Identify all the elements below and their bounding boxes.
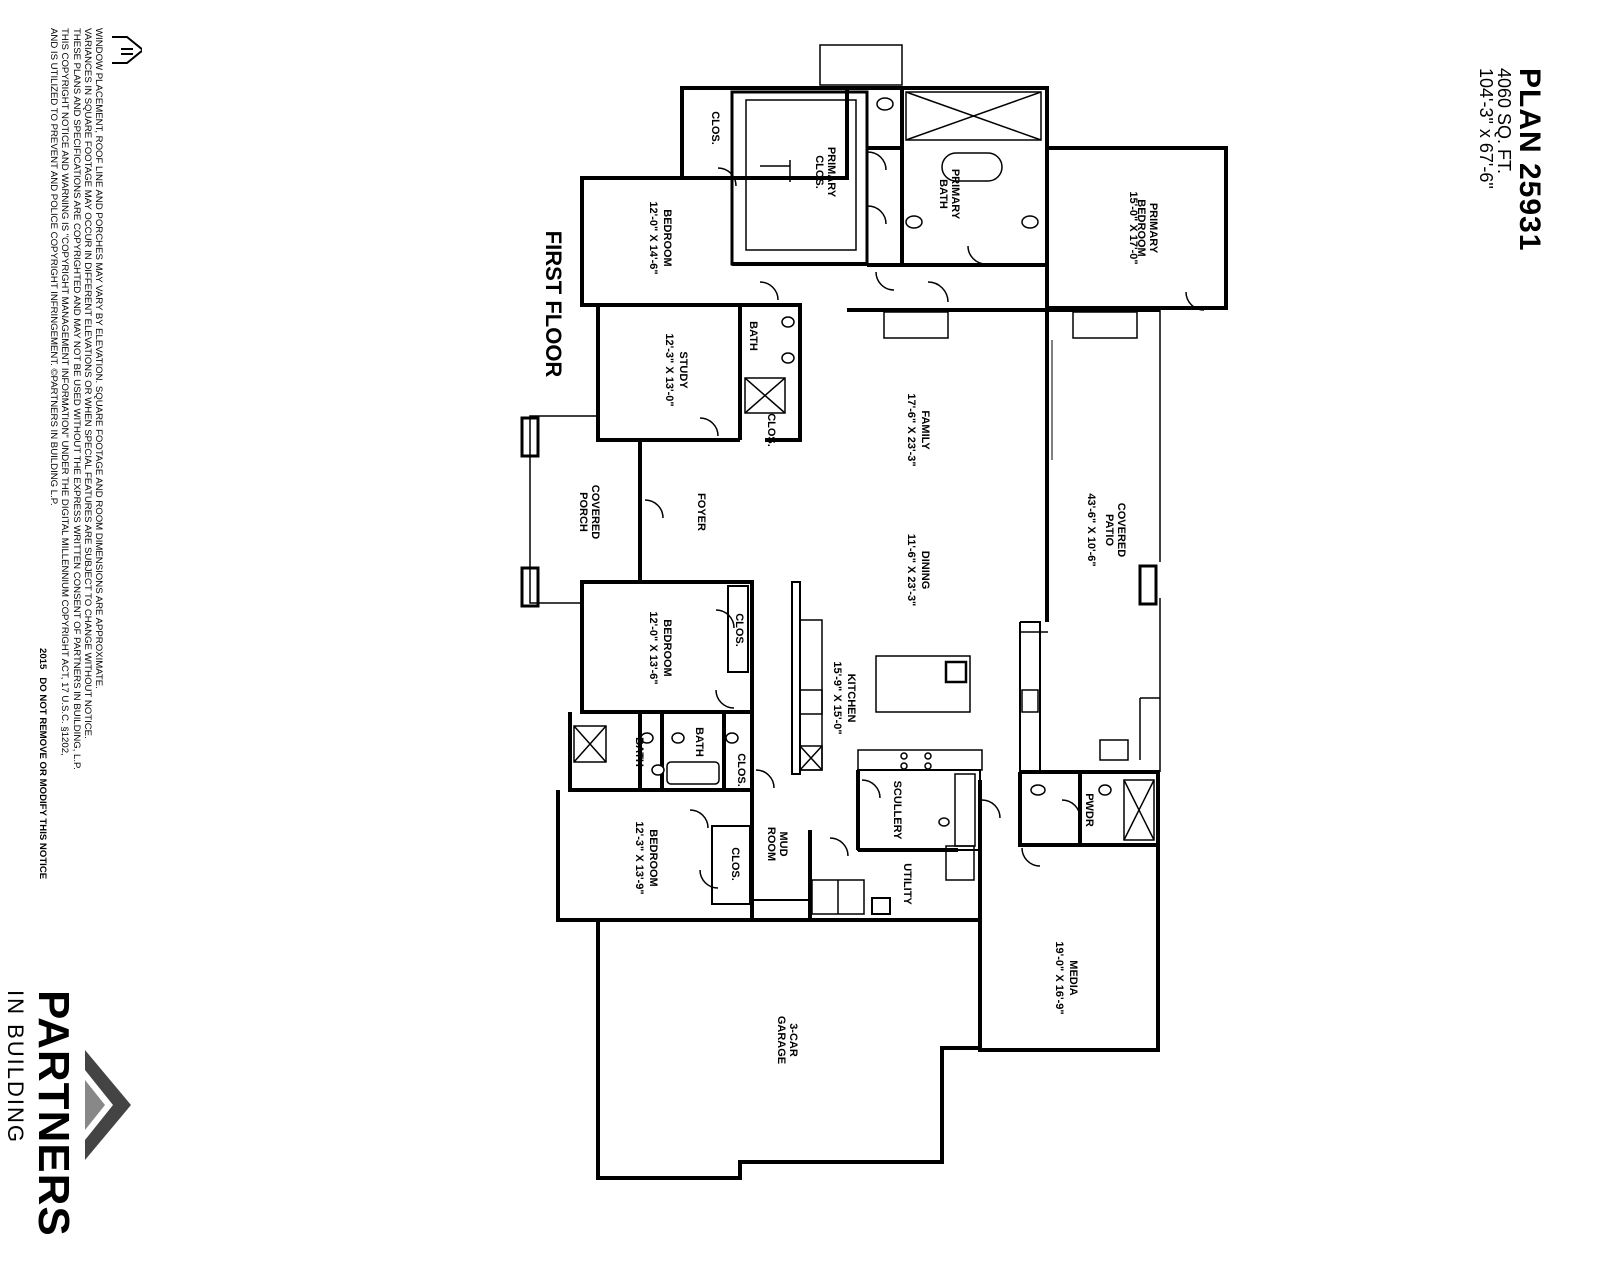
kitchen-size: 15'-9" X 15'-0" [831, 661, 843, 734]
bedroom-2-size: 12'-0" X 14'-6" [647, 201, 659, 274]
equal-housing-icon [112, 36, 142, 64]
clos-top-name: CLOS. [709, 111, 721, 145]
notice-line: AND IS UTILIZED TO PREVENT AND POLICE CO… [48, 28, 60, 506]
media-name: MEDIA [1067, 960, 1079, 996]
room-labels: PRIMARYBEDROOM 15'-0" X 17'-0" PRIMARYBA… [541, 111, 1159, 1064]
bedroom-4-size: 12'-3" X 13'-9" [633, 821, 645, 894]
bath-a-name: BATH [693, 727, 705, 757]
floor-label: FIRST FLOOR [541, 231, 566, 378]
primary-clos-name: PRIMARYCLOS. [813, 147, 837, 198]
notice-line: WINDOW PLACEMENT, ROOF LINE AND PORCHES … [93, 28, 104, 689]
door-swings [644, 151, 1205, 889]
kitchen-name: KITCHEN [845, 674, 857, 723]
partners-logo: PARTNERS IN BUILDING [2, 990, 78, 1237]
media-size: 19'-0" X 16'-9" [1053, 941, 1065, 1014]
covered-porch-name: COVEREDPORCH [577, 485, 601, 539]
clos-mid-name: CLOS. [735, 753, 747, 787]
primary-bath-name: PRIMARYBATH [937, 169, 961, 220]
fixtures [640, 97, 1112, 827]
covered-patio-size: 43'-6" X 10'-6" [1085, 493, 1097, 566]
mud-room-name: MUDROOM [765, 827, 789, 861]
title-block: PLAN 25931 4060 SQ. FT. 104'-3" x 67'-6" [1475, 68, 1546, 252]
bedroom-3-clos-name: CLOS. [733, 613, 745, 647]
walls [520, 44, 1228, 1180]
notice-line: THESE PLANS AND SPECIFICATIONS ARE COPYR… [70, 28, 82, 770]
bedroom-4-name: BEDROOM [647, 829, 659, 886]
notice-line: VARIANCES IN SQUARE FOOTAGE MAY OCCUR IN… [81, 28, 93, 739]
garage-name: 3-CARGARAGE [775, 1016, 799, 1064]
scullery-name: SCULLERY [891, 781, 903, 841]
logo-line2: IN BUILDING [3, 990, 28, 1145]
plan-title: PLAN 25931 [1513, 68, 1546, 252]
notice-line: THIS COPYRIGHT NOTICE AND WARNING IS "CO… [59, 28, 71, 756]
utility-name: UTILITY [901, 863, 913, 905]
dining-size: 11'-6" X 23'-3" [905, 534, 917, 607]
primary-bedroom-name: PRIMARYBEDROOM [1135, 199, 1159, 256]
bedroom-3-size: 12'-0" X 13'-6" [647, 611, 659, 684]
pwdr-name: PWDR [1083, 793, 1095, 827]
bath-b-name: BATH [633, 737, 645, 767]
plan-dimensions: 104'-3" x 67'-6" [1475, 68, 1496, 189]
notice-warning: DO NOT REMOVE OR MODIFY THIS NOTICE [36, 677, 48, 880]
primary-bedroom-size: 15'-0" X 17'-0" [1127, 191, 1139, 264]
family-size: 17'-6" X 23'-3" [905, 393, 917, 466]
bedroom-2-name: BEDROOM [661, 209, 673, 266]
bedroom-4-clos-name: CLOS. [729, 847, 741, 881]
plan-sqft: 4060 SQ. FT. [1494, 68, 1515, 175]
logo-line1: PARTNERS [29, 990, 78, 1237]
foyer-name: FOYER [695, 493, 707, 531]
study-size: 12'-3" X 13'-0" [663, 333, 675, 406]
study-clos-name: CLOS. [765, 413, 777, 447]
study-bath-name: BATH [747, 321, 759, 351]
partners-logo-mark [85, 1050, 131, 1160]
study-name: STUDY [677, 351, 689, 389]
covered-patio-name: COVEREDPATIO [1103, 503, 1127, 557]
bedroom-3-name: BEDROOM [661, 619, 673, 676]
dining-name: DINING [919, 551, 931, 590]
family-name: FAMILY [919, 410, 931, 450]
notice-year: 2015 [36, 648, 48, 670]
copyright-notice: WINDOW PLACEMENT, ROOF LINE AND PORCHES … [37, 28, 104, 879]
